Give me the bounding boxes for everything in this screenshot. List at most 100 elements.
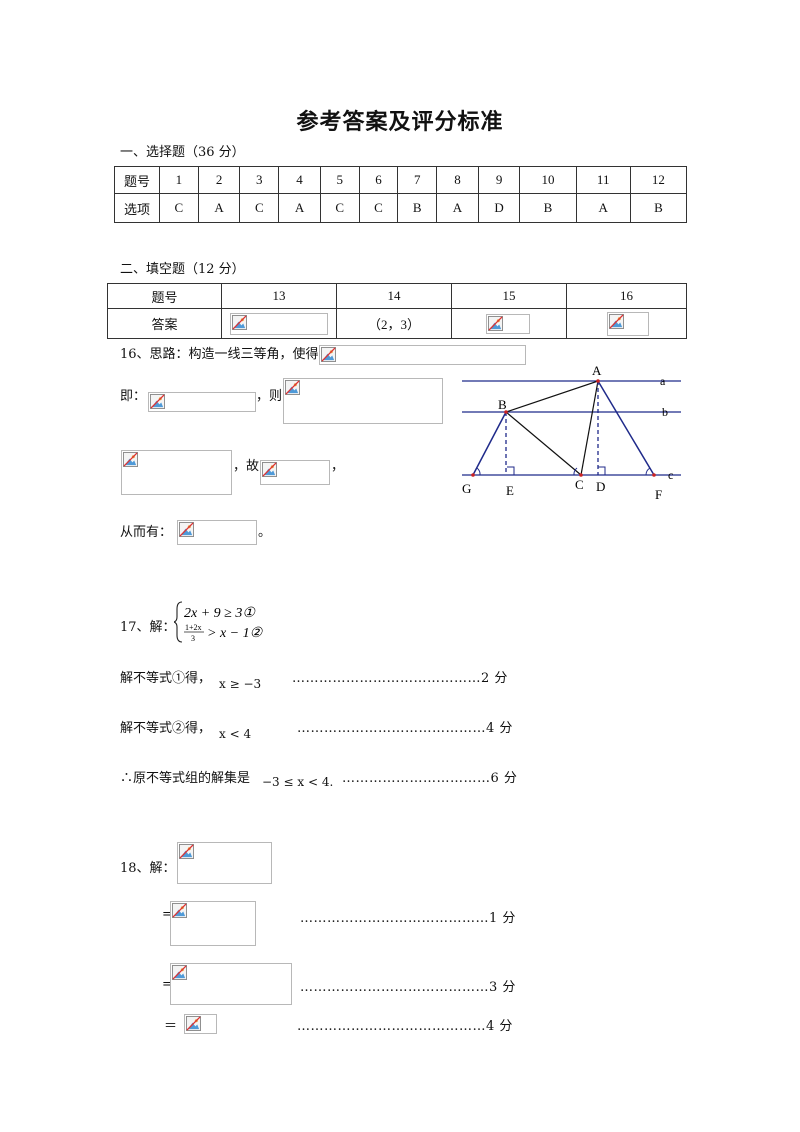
label-C: C bbox=[575, 477, 584, 492]
q16-conclusion-label: 从而有： bbox=[120, 525, 173, 540]
angle-mark-F bbox=[645, 467, 651, 476]
choice-answer: B bbox=[629, 193, 688, 223]
choice-answer: C bbox=[358, 193, 399, 223]
row-label-answer: 答案 bbox=[107, 308, 222, 339]
q18-expr-1-image bbox=[170, 901, 256, 946]
broken-image-icon bbox=[172, 965, 187, 980]
q17-step1-score: ……………………………………2 分 bbox=[292, 671, 508, 686]
choice-answer-row: 选项 C A C A C C B A D B A B bbox=[114, 193, 688, 223]
label-a: a bbox=[660, 374, 666, 388]
left-brace bbox=[174, 601, 183, 643]
q18-expr-1-wrap bbox=[170, 901, 256, 946]
choice-answer: C bbox=[239, 193, 280, 223]
choice-number: 11 bbox=[575, 166, 631, 194]
choice-number: 4 bbox=[278, 166, 321, 194]
label-b: b bbox=[662, 405, 668, 419]
broken-image-icon bbox=[186, 1016, 201, 1031]
q17-ineq-2-denominator: 3 bbox=[191, 634, 195, 643]
choice-number: 1 bbox=[159, 166, 199, 194]
choice-number-row: 题号 1 2 3 4 5 6 7 8 9 10 11 12 bbox=[114, 166, 688, 194]
q18-eq-3: ＝ bbox=[164, 1019, 178, 1034]
q16-gu-image-wrap bbox=[260, 460, 330, 485]
q17-ineq-2-numerator: 1+2x bbox=[185, 623, 202, 632]
choice-answer: C bbox=[159, 193, 199, 223]
q18-score-4: ……………………………………4 分 bbox=[297, 1019, 513, 1034]
broken-image-icon bbox=[179, 844, 194, 859]
choice-number: 10 bbox=[519, 166, 577, 194]
q18-expr-0-wrap bbox=[177, 842, 272, 884]
q18-score-1: ……………………………………1 分 bbox=[300, 911, 516, 926]
choice-number: 2 bbox=[197, 166, 241, 194]
q17-step2-text: 解不等式②得， bbox=[120, 721, 212, 736]
right-angle-E bbox=[507, 466, 515, 475]
choice-answer-table: 题号 1 2 3 4 5 6 7 8 9 10 11 12 选项 C A C A… bbox=[114, 166, 688, 223]
choice-number: 12 bbox=[629, 166, 688, 194]
row-label-number: 题号 bbox=[114, 166, 160, 194]
angle-mark-G bbox=[476, 467, 481, 476]
broken-image-icon bbox=[232, 314, 247, 330]
point-B bbox=[504, 410, 508, 414]
q17-step2-math: x < 4 bbox=[219, 727, 252, 741]
q16-conclusion-image bbox=[177, 520, 257, 545]
broken-image-icon bbox=[285, 380, 300, 395]
q17-label: 17、解： bbox=[120, 620, 176, 635]
choice-answer: A bbox=[436, 193, 479, 223]
q17-step1: 解不等式①得， bbox=[120, 667, 211, 686]
segment-BC bbox=[505, 411, 582, 476]
q16-ji-label: 即： bbox=[120, 389, 147, 404]
fill-number: 14 bbox=[336, 283, 452, 309]
q17-step3-math: −3 ≤ x < 4. bbox=[262, 775, 334, 789]
angle-mark-C bbox=[573, 467, 578, 476]
label-F: F bbox=[655, 487, 662, 502]
fill-answer-row: 答案 （2，3） bbox=[107, 308, 687, 339]
label-A: A bbox=[592, 363, 602, 378]
q16-ze-image-wrap bbox=[283, 378, 443, 424]
choice-answer: B bbox=[397, 193, 438, 223]
answer-15-image bbox=[486, 313, 530, 334]
q16-comma: ， bbox=[331, 459, 345, 474]
right-angle-D bbox=[598, 466, 606, 475]
q17-step3-score: ……………………………6 分 bbox=[342, 771, 518, 786]
segment-BA bbox=[505, 380, 599, 413]
answer-16-cell bbox=[566, 308, 687, 339]
q16-left-image bbox=[121, 450, 232, 495]
choice-answer: B bbox=[519, 193, 577, 223]
q17-step1-math: x ≥ −3 bbox=[219, 677, 262, 691]
q18-label: 18、解： bbox=[120, 861, 176, 876]
broken-image-icon bbox=[179, 522, 194, 537]
q16-left-image-wrap bbox=[121, 450, 232, 495]
segment-CA bbox=[580, 380, 599, 476]
q16-ji-image bbox=[148, 392, 256, 412]
choice-number: 6 bbox=[358, 166, 399, 194]
geometry-figure: A B C D E F G a b c bbox=[462, 363, 681, 502]
answer-13-cell bbox=[221, 308, 337, 339]
point-A bbox=[596, 379, 600, 383]
section2-heading: 二、填空题（12 分） bbox=[120, 262, 245, 277]
broken-image-icon bbox=[123, 452, 138, 467]
answer-14: （2，3） bbox=[336, 308, 452, 339]
q17-step1-text: 解不等式①得， bbox=[120, 671, 212, 686]
fill-number: 16 bbox=[566, 283, 687, 309]
choice-answer: A bbox=[575, 193, 631, 223]
answer-15-cell bbox=[451, 308, 567, 339]
q16-ze-image bbox=[283, 378, 443, 424]
q16-period: 。 bbox=[258, 525, 272, 540]
q17-step3-text: ∴原不等式组的解集是 bbox=[120, 771, 251, 786]
point-F bbox=[652, 473, 656, 477]
q18-score-3: ……………………………………3 分 bbox=[300, 980, 516, 995]
choice-answer: D bbox=[477, 193, 521, 223]
point-G bbox=[471, 473, 475, 477]
q17-step2-score: ……………………………………4 分 bbox=[297, 721, 513, 736]
broken-image-icon bbox=[150, 394, 165, 409]
q18-expr-3-wrap bbox=[184, 1014, 217, 1034]
q18-expr-2-wrap bbox=[170, 963, 292, 1005]
page-title: 参考答案及评分标准 bbox=[296, 110, 504, 135]
choice-number: 5 bbox=[319, 166, 360, 194]
q18-eq-2: = bbox=[162, 977, 173, 992]
row-label-number: 题号 bbox=[107, 283, 222, 309]
label-c: c bbox=[668, 468, 673, 482]
broken-image-icon bbox=[172, 903, 187, 918]
q16-intro-image bbox=[318, 344, 526, 365]
q18-eq-1: = bbox=[162, 907, 173, 922]
fill-number: 13 bbox=[221, 283, 337, 309]
